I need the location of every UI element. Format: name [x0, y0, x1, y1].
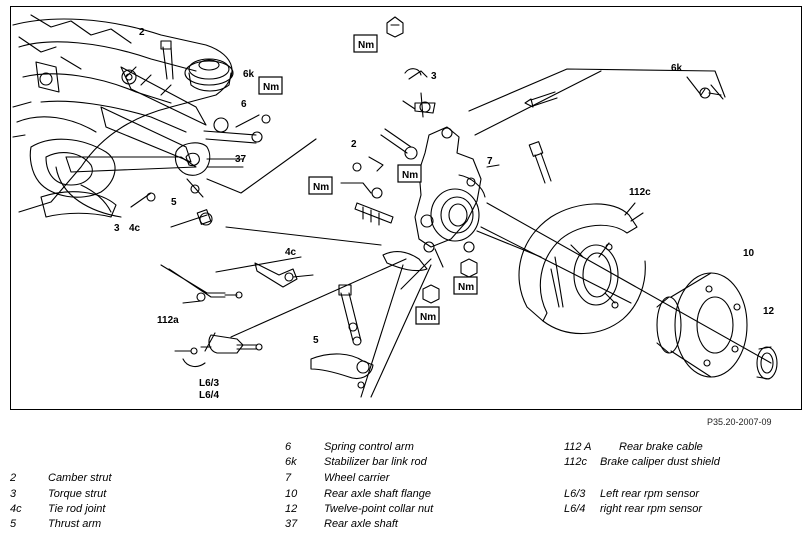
stabilizer-link-right [686, 76, 724, 100]
callout-7: 7 [487, 156, 493, 167]
legend-code: 3 [10, 488, 17, 500]
legend-code: 4c [10, 503, 22, 515]
tie-rod-joint [254, 262, 314, 288]
collar-nut [756, 346, 778, 380]
subframe-assembly [12, 14, 271, 228]
callout-L6-4: L6/4 [199, 390, 219, 401]
rpm-sensor [174, 332, 263, 368]
legend-desc: Torque strut [48, 488, 107, 500]
callout-112a: 112a [157, 315, 179, 326]
callout-6: 6 [241, 99, 247, 110]
legend-code: 7 [285, 472, 292, 484]
torque-marker-5: Nm [453, 276, 478, 295]
callout-L6-3: L6/3 [199, 378, 219, 389]
callout-6k-left: 6k [243, 69, 255, 80]
callout-2-mid: 2 [351, 139, 357, 150]
torque-marker-text: Nm [313, 182, 329, 193]
torque-marker-3: Nm [308, 176, 333, 195]
callout-5-left: 5 [171, 197, 177, 208]
thrust-arm [310, 284, 374, 389]
diagram-drawing: 2 3 4c 5 6k 6 37 112a 3 2 7 4c 5 6k 112c… [12, 14, 778, 401]
legend-desc: Rear axle shaft flange [324, 488, 432, 500]
carrier-nuts [422, 258, 478, 304]
legend-desc: Left rear rpm sensor [600, 488, 700, 500]
legend-code: 112 A [564, 441, 592, 453]
legend-desc: Thrust arm [48, 518, 102, 530]
brake-cable [160, 264, 243, 304]
legend-desc: Tie rod joint [48, 503, 106, 515]
legend-code: 6 [285, 441, 292, 453]
callout-37: 37 [235, 154, 247, 165]
torque-marker-text: Nm [402, 170, 418, 181]
callout-4c-left: 4c [129, 223, 141, 234]
legend-code: 2 [10, 472, 17, 484]
legend-desc: Stabilizer bar link rod [324, 456, 427, 468]
callout-3-left: 3 [114, 223, 120, 234]
callout-6k-right: 6k [671, 63, 683, 74]
legend-code: 6k [285, 456, 297, 468]
legend-desc: Spring control arm [324, 441, 414, 453]
legend-desc: Twelve-point collar nut [324, 503, 434, 515]
callout-4c-mid: 4c [285, 247, 297, 258]
legend-desc: right rear rpm sensor [600, 503, 703, 515]
upper-center-hardware [340, 16, 558, 226]
legend-code: 10 [285, 488, 298, 500]
rear-axle-flange [656, 272, 748, 378]
brake-dust-shield [518, 202, 646, 335]
callout-112c: 112c [629, 187, 651, 198]
callout-3-mid: 3 [431, 71, 437, 82]
callout-10: 10 [743, 248, 755, 259]
torque-marker-text: Nm [458, 282, 474, 293]
legend-desc: Wheel carrier [324, 472, 390, 484]
legend-code: 112c [564, 456, 588, 468]
callout-12: 12 [763, 306, 775, 317]
torque-marker-1: Nm [353, 34, 378, 53]
torque-marker-text: Nm [263, 82, 279, 93]
torque-marker-text: Nm [420, 312, 436, 323]
legend-code: 37 [285, 518, 298, 530]
legend-desc: Camber strut [48, 472, 112, 484]
callout-2-top: 2 [139, 27, 145, 38]
legend-code: 5 [10, 518, 17, 530]
legend-code: 12 [285, 503, 298, 515]
exploded-diagram: 2 3 4c 5 6k 6 37 112a 3 2 7 4c 5 6k 112c… [10, 6, 802, 410]
callout-5-mid: 5 [313, 335, 319, 346]
wheel-carrier [360, 126, 542, 398]
figure-reference-code: P35.20-2007-09 [707, 417, 772, 427]
torque-marker-4: Nm [397, 164, 422, 183]
callout-labels: 2 3 4c 5 6k 6 37 112a 3 2 7 4c 5 6k 112c… [114, 27, 775, 401]
torque-marker-6: Nm [415, 306, 440, 325]
torque-marker-2: Nm [258, 76, 283, 95]
torque-marker-text: Nm [358, 40, 374, 51]
legend-desc: Rear axle shaft [324, 518, 398, 530]
legend-code: L6/3 [564, 488, 586, 500]
legend-code: L6/4 [564, 503, 586, 515]
legend-desc: Rear brake cable [619, 441, 703, 453]
legend-desc: Brake caliper dust shield [600, 456, 720, 468]
